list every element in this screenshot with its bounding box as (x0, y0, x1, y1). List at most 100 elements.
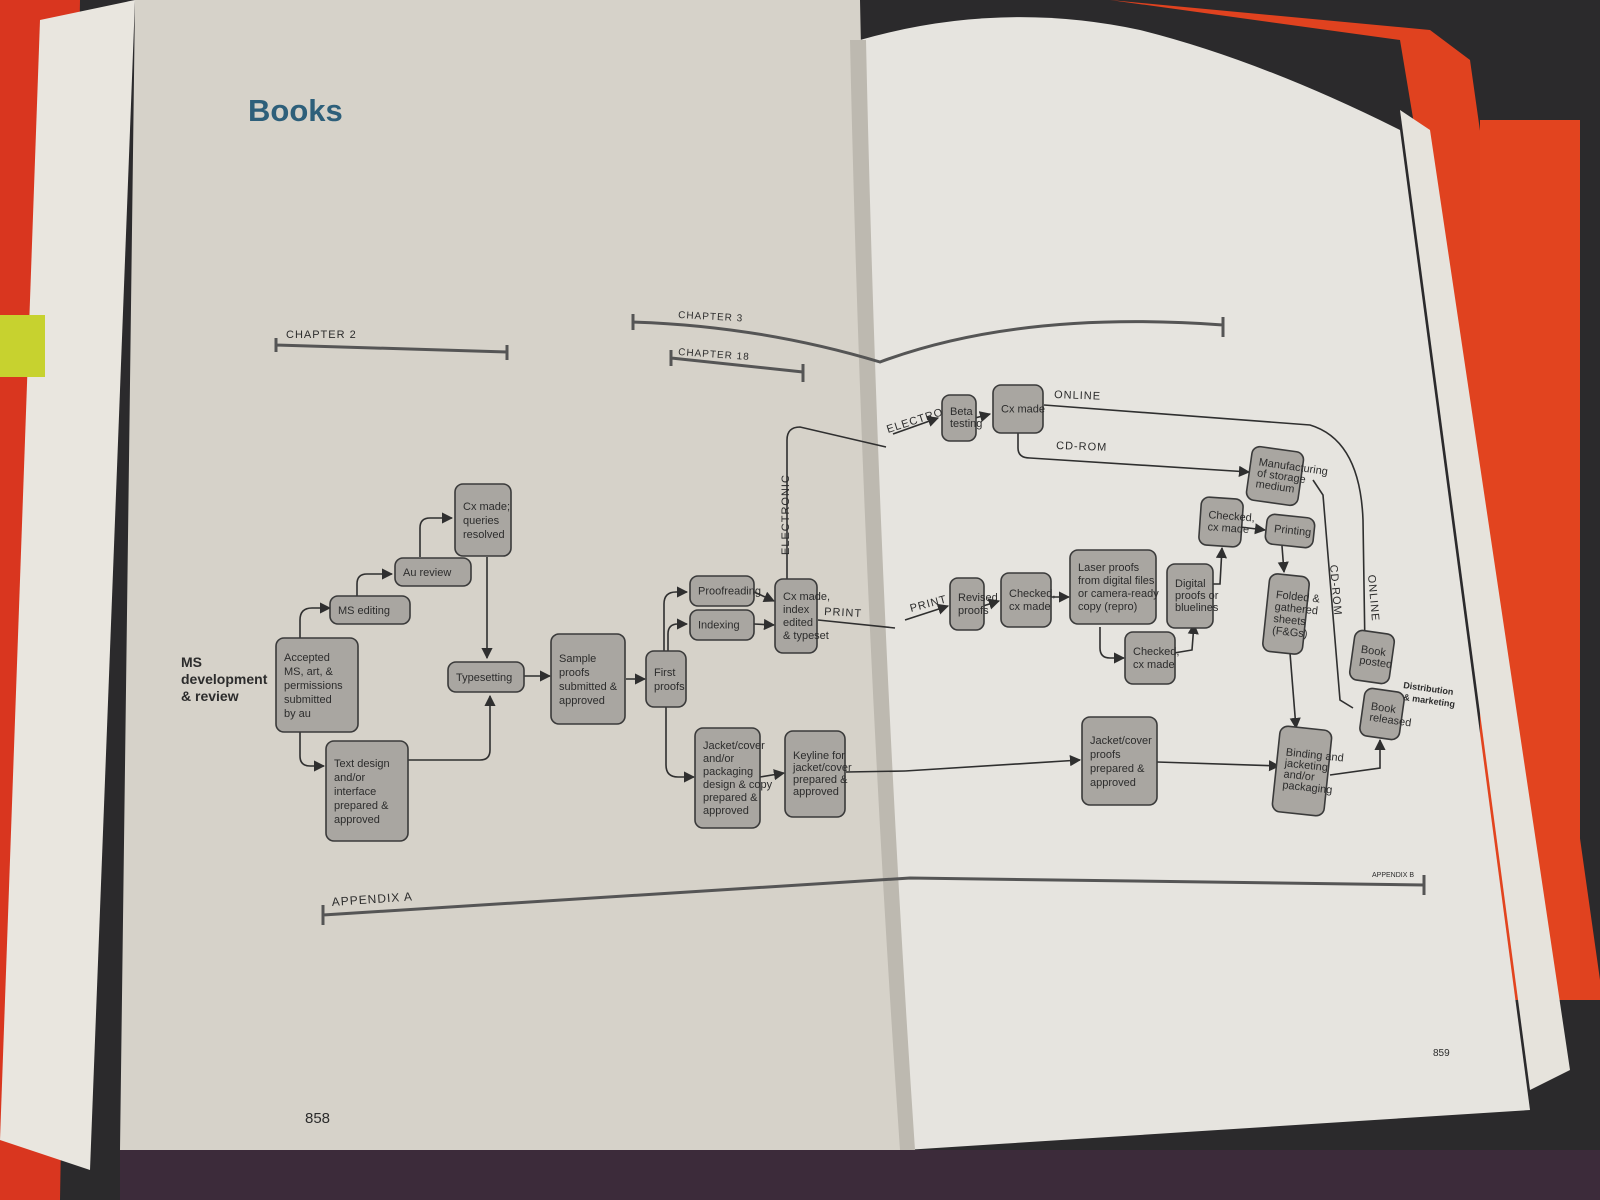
node-text-line: proofs (958, 605, 989, 617)
node-text-line: Digital (1175, 578, 1206, 590)
bracket-label-chapter-2: CHAPTER 2 (286, 329, 357, 341)
node-text-line: or camera-ready (1078, 588, 1159, 600)
node-text-line: Text design (334, 758, 390, 770)
node-beta-testing: Betatesting (942, 395, 982, 441)
node-cx-made-online: Cx made (993, 385, 1045, 433)
node-text-line: Cx made; (463, 501, 510, 513)
node-text-line: packaging (703, 766, 753, 778)
path-label-electronic-vertical: ELECTRONIC (780, 474, 792, 555)
node-text-line: cx made (1009, 601, 1051, 613)
node-text-line: permissions (284, 680, 343, 692)
node-text-design: Text design and/or interface prepared & appr… (326, 741, 408, 841)
node-text-line: Indexing (698, 620, 740, 632)
node-box (950, 578, 984, 630)
node-text-line: Cx made (1001, 404, 1045, 416)
node-text-line: Sample (559, 653, 596, 665)
node-au-review: Au review (395, 558, 471, 586)
svg-text:MS: MS (181, 654, 202, 670)
node-text-line: approved (334, 814, 380, 826)
node-text-line: copy (repro) (1078, 601, 1137, 613)
node-sample-proofs: Sample proofs submitted & approved (551, 634, 625, 724)
node-text-line: edited (783, 617, 813, 629)
node-text-line: Jacket/cover (1090, 735, 1152, 747)
node-checked-cx-2: Checked,cx made (1125, 632, 1179, 684)
node-box (646, 651, 686, 707)
node-typesetting: Typesetting (448, 662, 524, 692)
node-box (551, 634, 625, 724)
node-text-line: Checked, (1009, 588, 1055, 600)
node-indexing: Indexing (690, 610, 754, 640)
node-text-line: prepared & (1090, 763, 1145, 775)
node-text-line: approved (793, 786, 839, 798)
left-page-number: 858 (305, 1110, 330, 1127)
node-text-line: Accepted (284, 652, 330, 664)
node-text-line: index (783, 604, 810, 616)
node-box (1082, 717, 1157, 805)
node-text-line: proofs or (1175, 590, 1219, 602)
node-text-line: Au review (403, 567, 451, 579)
node-first-proofs: First proofs (646, 651, 686, 707)
node-box (1125, 632, 1175, 684)
node-text-line: Keyline for (793, 750, 845, 762)
node-text-line: Typesetting (456, 672, 512, 684)
node-ms-editing: MS editing (330, 596, 410, 624)
path-label-online: ONLINE (1054, 389, 1101, 403)
node-text-line: and/or (703, 753, 735, 765)
svg-text:& review: & review (181, 688, 239, 704)
svg-text:development: development (181, 671, 268, 687)
node-text-line: from digital files (1078, 575, 1155, 587)
node-text-line: testing (950, 418, 982, 430)
node-text-line: proofs (1090, 749, 1121, 761)
node-text-line: interface (334, 786, 376, 798)
node-text-line: prepared & (334, 800, 389, 812)
path-label-print-left: PRINT (824, 606, 863, 620)
node-text-line: proofs (559, 667, 590, 679)
node-text-line: Proofreading (698, 586, 761, 598)
left-page (120, 0, 910, 1150)
node-text-line: jacket/cover (792, 762, 852, 774)
node-text-line: resolved (463, 529, 505, 541)
node-text-line: cx made (1133, 659, 1175, 671)
node-text-line: approved (703, 805, 749, 817)
bracket-label-appendix-b: APPENDIX B (1372, 872, 1414, 879)
node-checked-cx-1: Checked,cx made (1001, 573, 1055, 627)
node-text-line: Revised (958, 592, 998, 604)
node-text-line: approved (1090, 777, 1136, 789)
node-proofreading: Proofreading (690, 576, 761, 606)
node-text-line: queries (463, 515, 500, 527)
node-text-line: Checked, (1133, 646, 1179, 658)
node-text-line: First (654, 667, 675, 679)
node-text-line: MS, art, & (284, 666, 334, 678)
node-text-line: submitted (284, 694, 332, 706)
node-text-line: MS editing (338, 605, 390, 617)
node-text-line: prepared & (793, 774, 848, 786)
node-text-line: submitted & (559, 681, 618, 693)
node-text-line: approved (559, 695, 605, 707)
node-text-line: Beta (950, 406, 974, 418)
node-cx-queries: Cx made; queries resolved (455, 484, 511, 556)
node-text-line: design & copy (703, 779, 773, 791)
node-text-line: prepared & (703, 792, 758, 804)
node-text-line: and/or (334, 772, 366, 784)
node-text-line: by au (284, 708, 311, 720)
right-page-number: 859 (1433, 1048, 1450, 1059)
node-printing: Printing (1265, 514, 1316, 549)
node-text-line: Laser proofs (1078, 562, 1140, 574)
page-title: Books (248, 93, 343, 128)
node-text-line: & typeset (783, 630, 829, 642)
node-jacket-proofs: Jacket/cover proofs prepared & approved (1082, 717, 1157, 805)
fabric-strip (120, 1150, 1600, 1200)
node-text-line: Jacket/cover (703, 740, 765, 752)
path-label-cdrom: CD-ROM (1056, 440, 1108, 454)
bookmark-tab (0, 315, 45, 377)
node-box (1001, 573, 1051, 627)
node-text-line: Cx made, (783, 591, 830, 603)
node-text-line: proofs (654, 681, 685, 693)
node-text-line: bluelines (1175, 602, 1219, 614)
